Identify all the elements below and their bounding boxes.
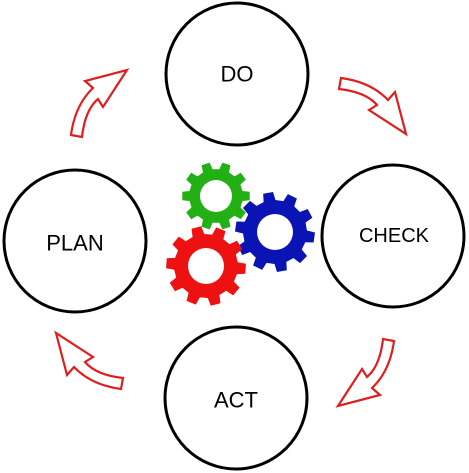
arrow-plan-to-do-shape (69, 68, 130, 139)
node-do-circle (164, 1, 310, 147)
node-check-circle (320, 163, 466, 309)
node-check-label: CHECK (359, 225, 430, 247)
node-plan: PLAN (2, 168, 148, 314)
red-gear-icon (166, 226, 246, 306)
arrow-act-to-plan (54, 330, 125, 391)
green-gear-icon (182, 162, 250, 230)
arrow-check-to-act-shape (335, 337, 396, 408)
node-act: ACT (163, 325, 309, 471)
arrow-check-to-act (335, 337, 396, 408)
arrow-do-to-check-shape (337, 76, 408, 137)
gears-cluster (166, 162, 315, 306)
node-check: CHECK (320, 163, 466, 309)
node-do: DO (164, 1, 310, 147)
arrow-act-to-plan-shape (54, 330, 125, 391)
node-act-circle (163, 325, 309, 471)
node-plan-circle (2, 168, 148, 314)
node-act-label: ACT (214, 388, 258, 413)
node-plan-label: PLAN (46, 231, 103, 256)
blue-gear-icon (235, 192, 315, 272)
arrow-plan-to-do (69, 68, 130, 139)
node-do-label: DO (221, 62, 254, 87)
arrow-do-to-check (337, 76, 408, 137)
